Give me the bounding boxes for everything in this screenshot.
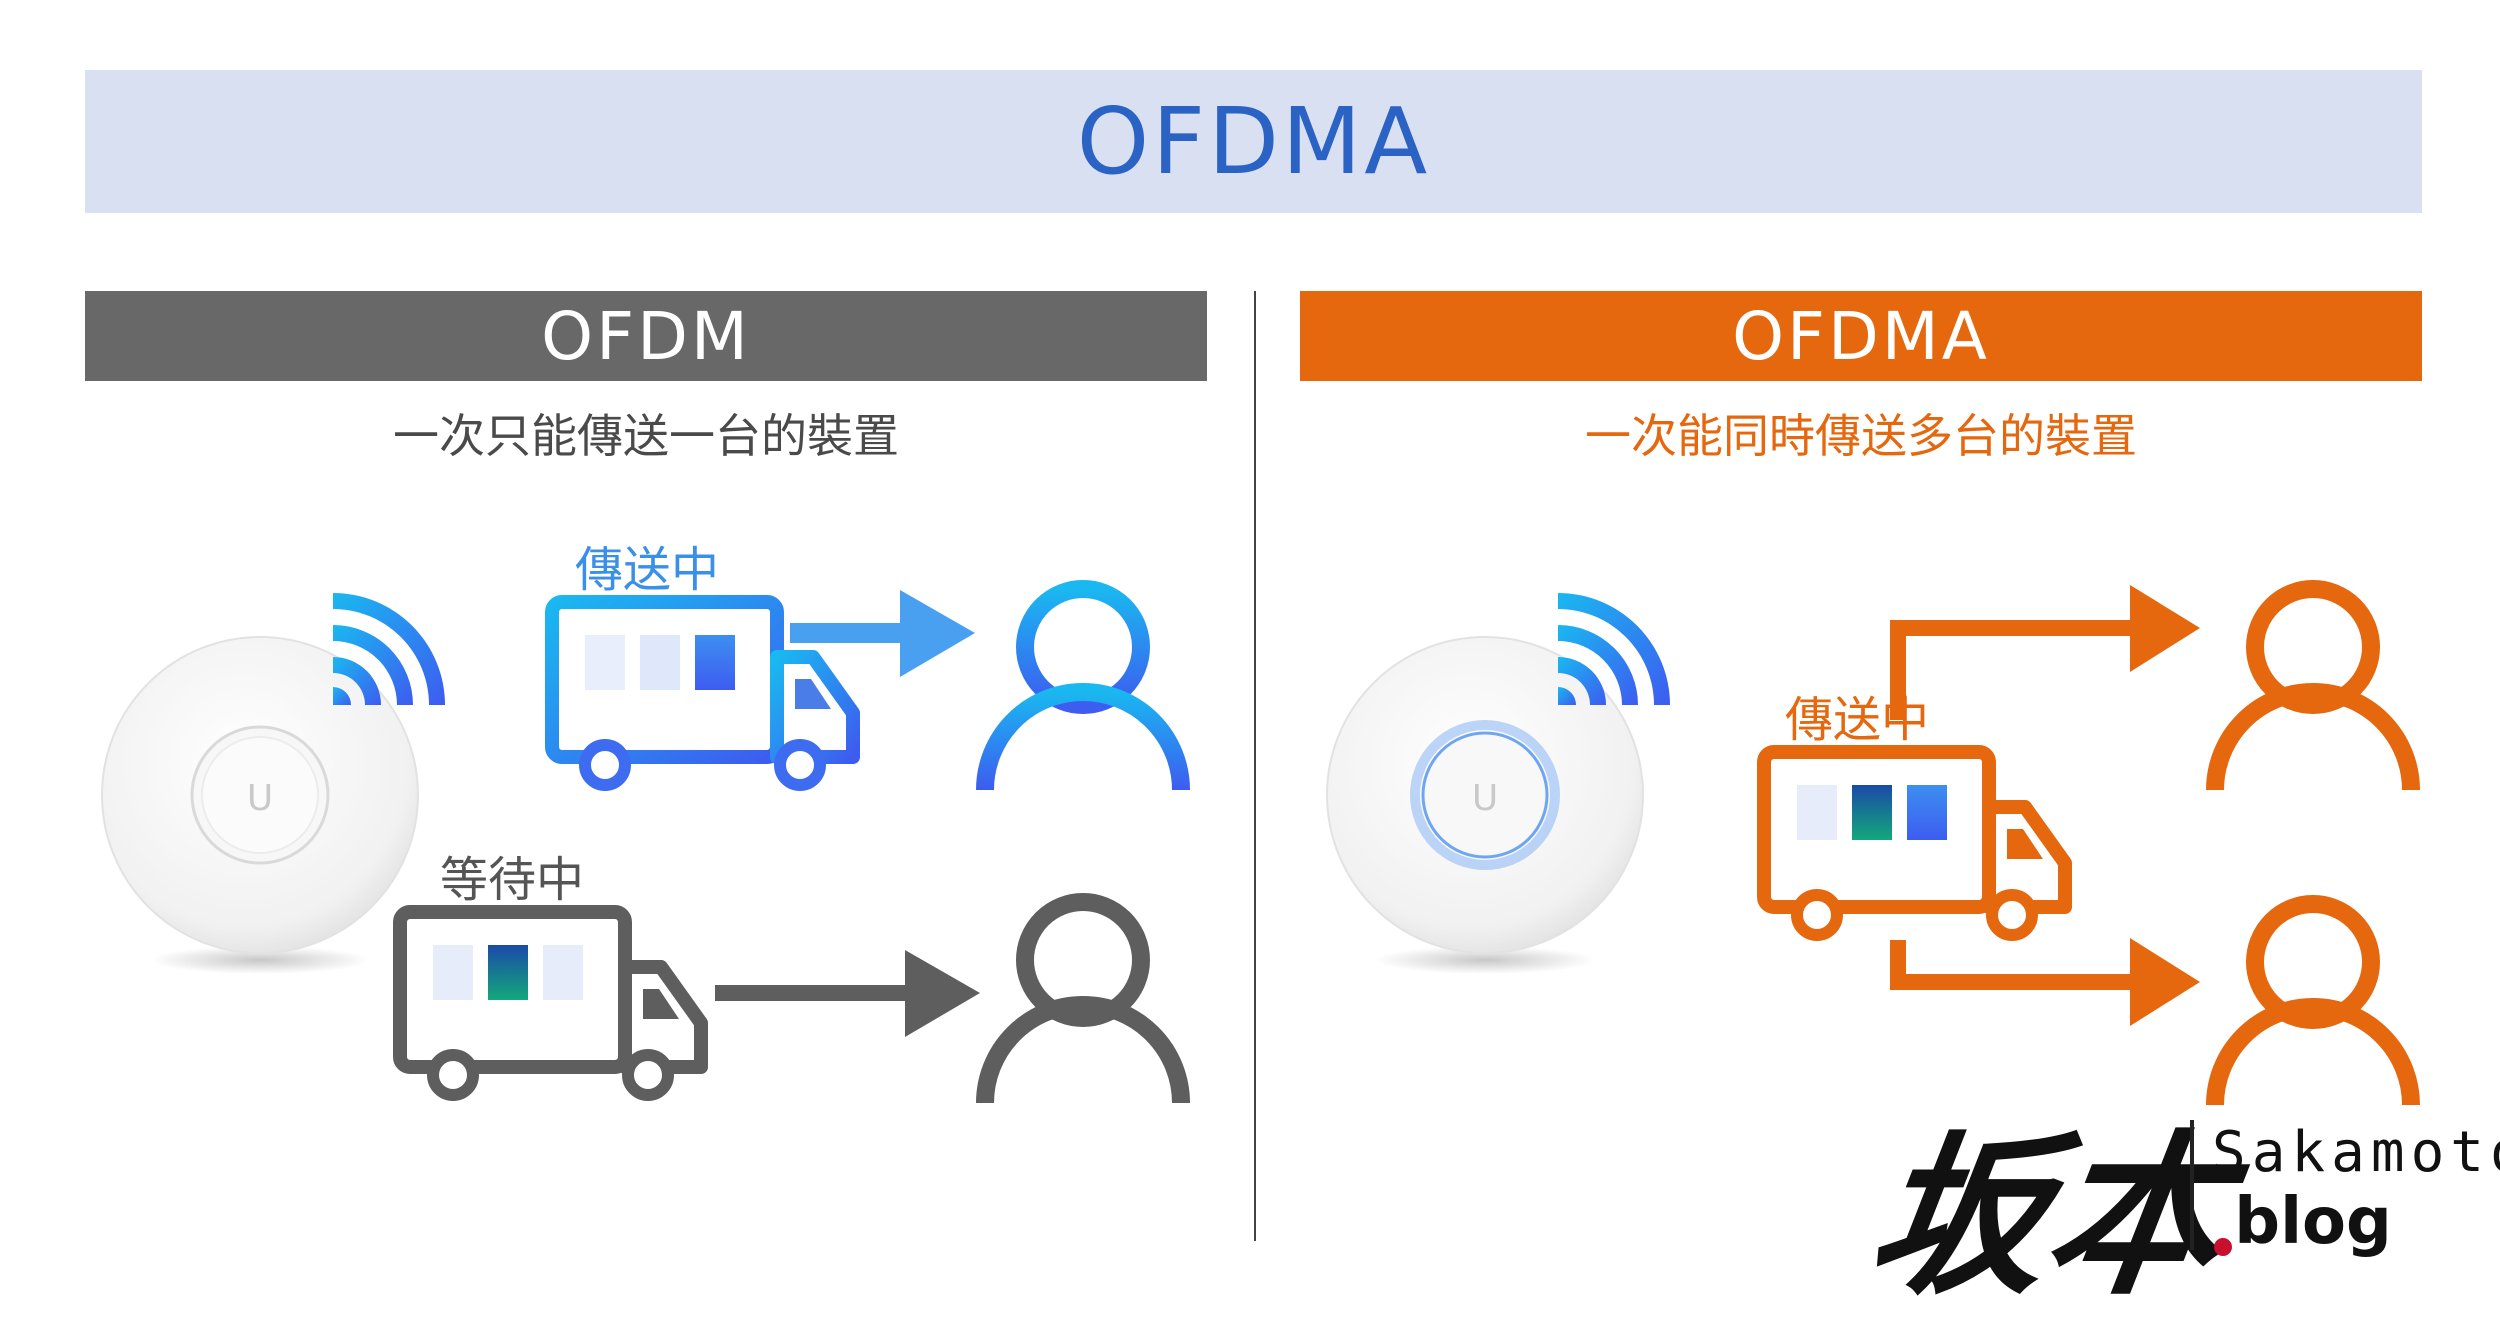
sending-label: 傳送中 (1785, 692, 1930, 748)
delivery-truck-icon (545, 595, 860, 791)
user-icon (976, 893, 1190, 1104)
svg-text:U: U (1472, 778, 1498, 819)
ofdma-header: OFDMA (1300, 291, 2422, 381)
logo-divider (2190, 1120, 2194, 1250)
logo-name: Sakamoto (2212, 1120, 2500, 1185)
ofdm-header: OFDM (85, 291, 1207, 381)
logo-domain: blog (2234, 1185, 2392, 1259)
wifi-signal-icon (1558, 593, 1670, 705)
user-icon (976, 580, 1190, 791)
svg-text:U: U (247, 778, 273, 819)
arrow-right-icon (790, 590, 975, 677)
logo-dot (2214, 1238, 2232, 1256)
logo-kanji: 坂本 (1858, 1114, 2238, 1319)
user-icon (2206, 895, 2420, 1106)
wifi-access-point-icon: U (101, 636, 419, 974)
arrow-right-icon (715, 950, 980, 1037)
ofdm-subtitle: 一次只能傳送一台的裝置 (393, 409, 899, 463)
delivery-truck-icon (393, 905, 708, 1101)
user-icon (2206, 580, 2420, 791)
ofdma-subtitle: 一次能同時傳送多台的裝置 (1585, 409, 2137, 463)
wifi-access-point-icon: U (1326, 636, 1644, 974)
sending-label: 傳送中 (575, 542, 720, 598)
page-title: OFDMA (1076, 88, 1431, 195)
delivery-truck-icon (1757, 745, 2072, 941)
title-banner: OFDMA (85, 70, 2422, 213)
waiting-label: 等待中 (440, 852, 585, 908)
wifi-signal-icon (333, 593, 445, 705)
arrow-right-icon (1890, 585, 2200, 1026)
panel-divider (1254, 291, 1256, 1241)
